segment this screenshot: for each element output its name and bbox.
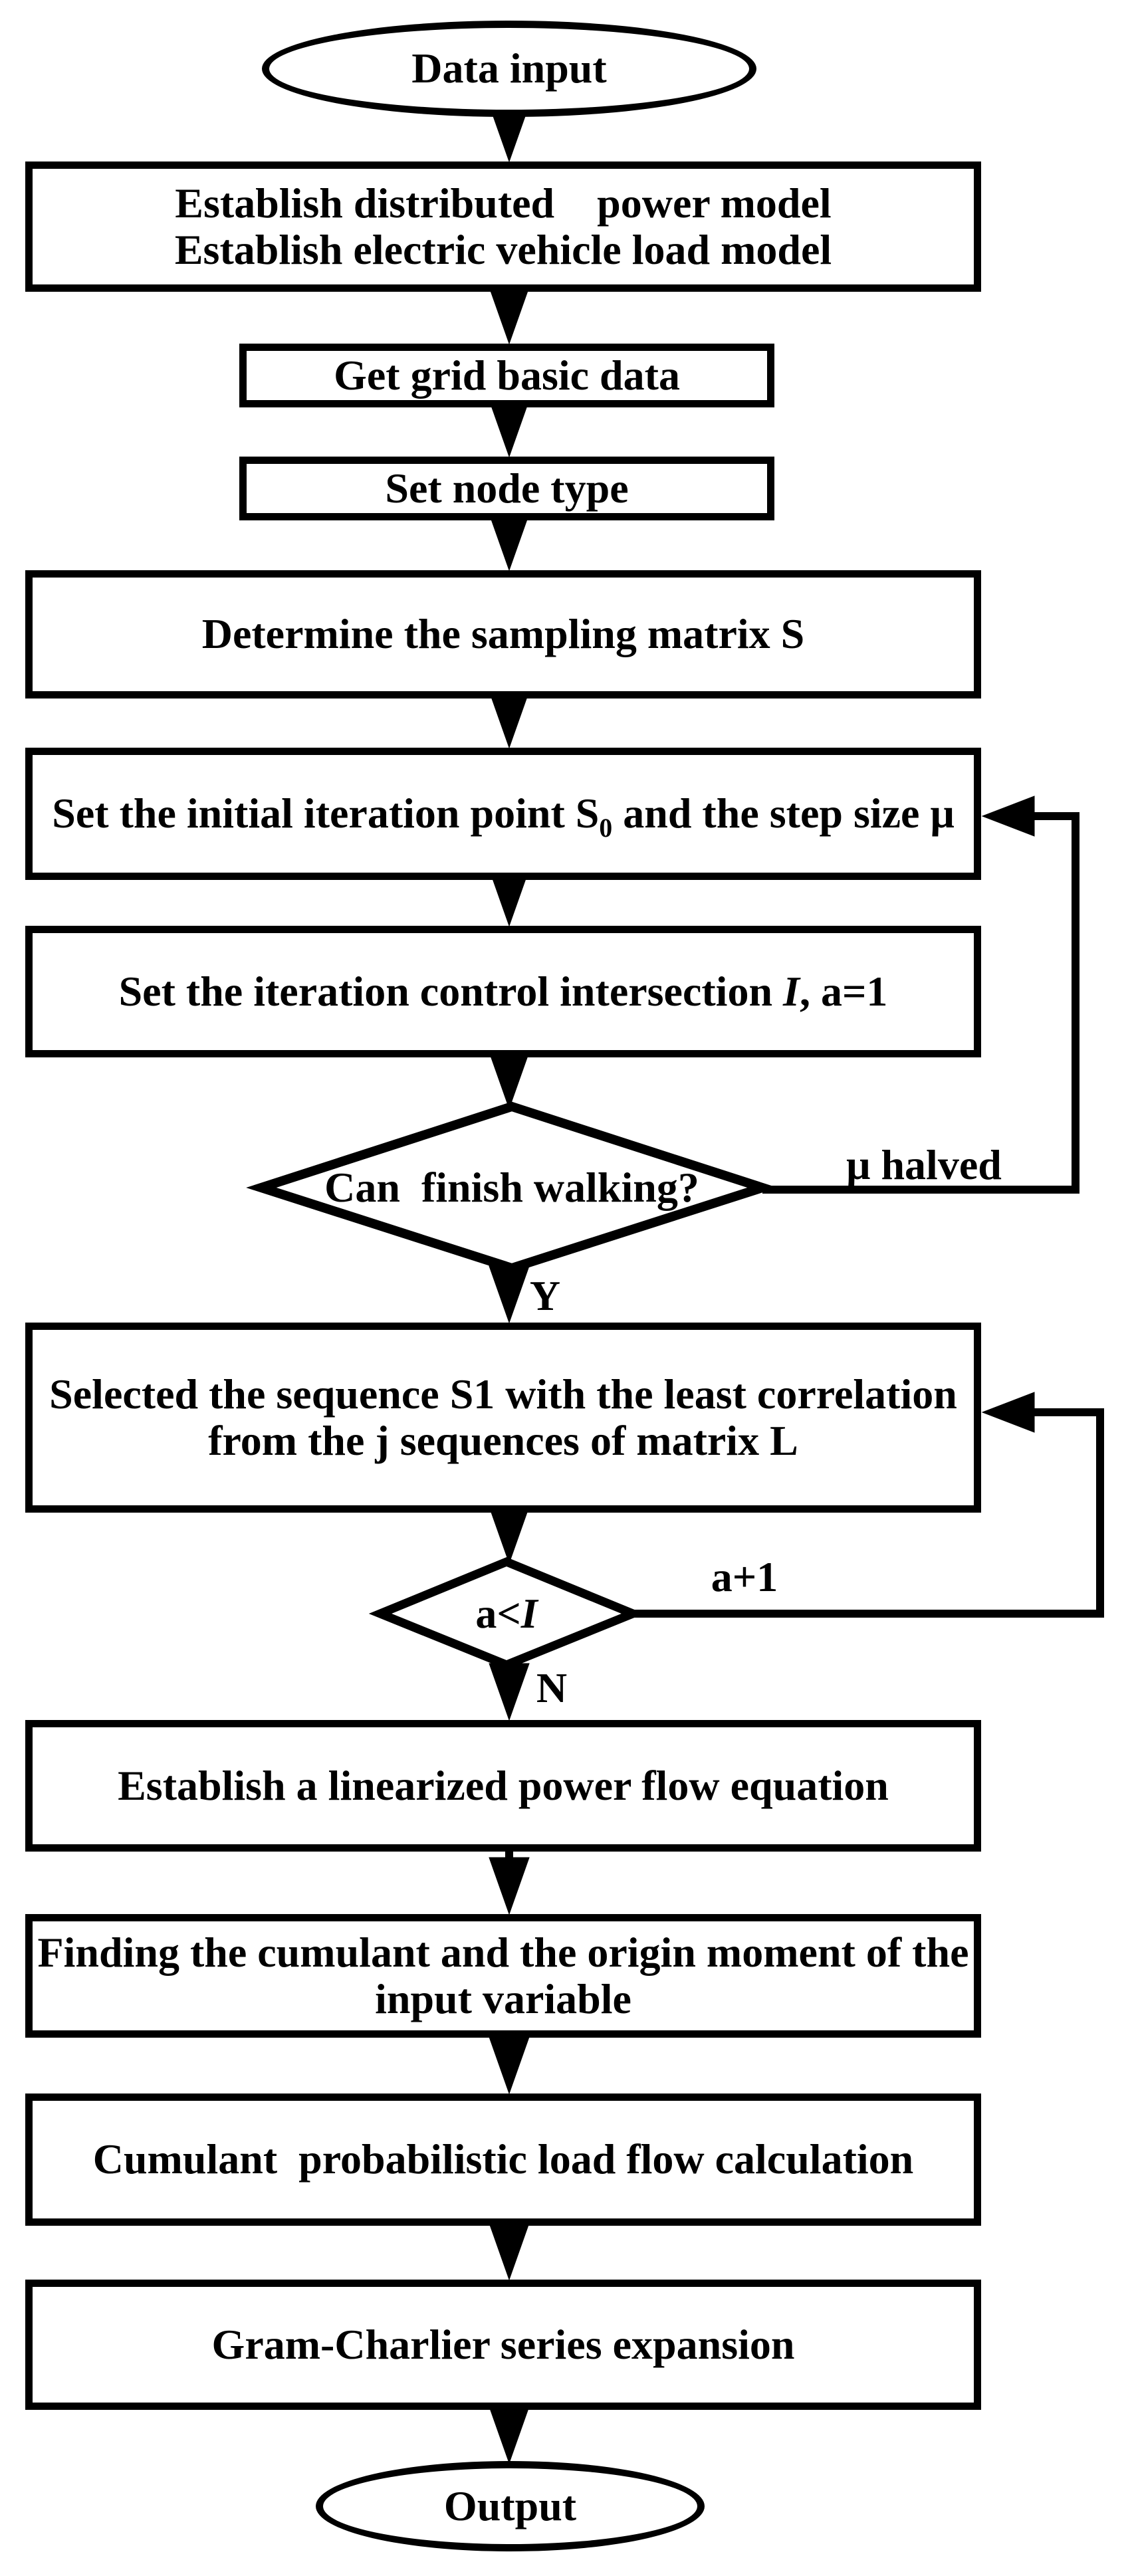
arrow-linear-to-cumulant-moment [489, 1851, 530, 1915]
start-label: Data input [411, 45, 607, 92]
arrow-control-to-walk-decision [489, 1051, 530, 1110]
arrow-loadflow-to-gram [489, 2222, 530, 2281]
linearized-power-flow-label: Establish a linearized power flow equati… [118, 1761, 889, 1809]
cumulant-load-flow-label: Cumulant probabilistic load flow calcula… [92, 2135, 914, 2183]
initial-point-text: Set the initial iteration point S [52, 790, 600, 837]
counter-decision-diamond-shape [368, 1556, 645, 1670]
arrow-nodetype-to-sampling [489, 513, 530, 572]
counter-decision-label: a<I [475, 1589, 537, 1638]
process-cumulant-load-flow: Cumulant probabilistic load flow calcula… [25, 2093, 981, 2226]
selected-sequence-line-2: from the j sequences of matrix L [208, 1417, 798, 1464]
feedback-a-plus-1-line [630, 1392, 1104, 1618]
establish-models-line-1: Establish distributed power model [175, 179, 832, 227]
arrow-selected-to-counter-decision [489, 1506, 530, 1564]
counter-decision-text: a<I [440, 1580, 573, 1647]
start-terminator: Data input [262, 21, 756, 117]
selected-sequence-line-1: Selected the sequence S1 with the least … [49, 1370, 957, 1418]
yes-label-text: Y [529, 1272, 561, 1319]
arrow-grid-to-nodetype [489, 399, 530, 458]
edge-label-a-plus-1: a+1 [678, 1553, 811, 1600]
process-gram-charlier: Gram-Charlier series expansion [25, 2280, 981, 2410]
walk-decision-diamond-shape [246, 1101, 778, 1273]
process-linearized-power-flow: Establish a linearized power flow equati… [25, 1720, 981, 1852]
arrow-counter-decision-to-linear [489, 1663, 530, 1721]
process-set-node-type: Set node type [239, 457, 774, 520]
arrow-models-to-grid [489, 286, 530, 345]
edge-label-no: N [525, 1664, 578, 1711]
end-label: Output [443, 2482, 577, 2529]
arrow-gram-to-end [489, 2406, 530, 2464]
process-selected-sequence: Selected the sequence S1 with the least … [25, 1323, 981, 1513]
process-set-iteration-control: Set the iteration control intersection I… [25, 926, 981, 1057]
set-iteration-control-label: Set the iteration control intersection I… [119, 968, 888, 1015]
walk-decision-text: Can finish walking? [312, 1154, 711, 1221]
mu-halved-label-text: μ halved [846, 1141, 1002, 1188]
determine-sampling-matrix-label: Determine the sampling matrix S [201, 610, 805, 658]
process-determine-sampling-matrix: Determine the sampling matrix S [25, 570, 981, 698]
counter-decision-pre: a< [475, 1590, 521, 1637]
counter-decision-italic-I: I [520, 1590, 538, 1637]
finding-cumulant-line-1: Finding the cumulant and the origin mome… [37, 1928, 969, 1976]
get-grid-basic-data-label: Get grid basic data [334, 351, 680, 399]
no-label-text: N [536, 1664, 568, 1711]
process-set-initial-iteration-point: Set the initial iteration point S0 and t… [25, 748, 981, 880]
process-get-grid-basic-data: Get grid basic data [239, 344, 774, 407]
set-node-type-label: Set node type [385, 464, 629, 512]
arrow-sampling-to-initial [489, 691, 530, 749]
initial-point-subscript: 0 [599, 813, 613, 843]
edge-label-mu-halved: μ halved [791, 1141, 1057, 1188]
a-plus-1-label-text: a+1 [711, 1553, 778, 1600]
process-establish-models: Establish distributed power model Establ… [25, 161, 981, 292]
process-finding-cumulant: Finding the cumulant and the origin mome… [25, 1914, 981, 2038]
feedback-mu-halved-line [762, 796, 1079, 1194]
establish-models-line-2: Establish electric vehicle load model [174, 226, 832, 273]
walk-decision-label: Can finish walking? [324, 1164, 699, 1211]
arrow-cumulant-moment-to-loadflow [489, 2036, 530, 2095]
set-initial-iteration-point-label: Set the initial iteration point S0 and t… [52, 790, 955, 841]
initial-point-text-post: and the step size μ [612, 790, 955, 837]
iteration-control-text: Set the iteration control intersection [118, 967, 784, 1015]
end-terminator: Output [316, 2461, 705, 2551]
iteration-control-text-post: , a=1 [799, 967, 888, 1015]
iteration-control-italic-I: I [783, 967, 800, 1015]
finding-cumulant-line-2: input variable [375, 1975, 631, 2022]
edge-label-yes: Y [518, 1272, 572, 1319]
gram-charlier-label: Gram-Charlier series expansion [211, 2320, 795, 2368]
